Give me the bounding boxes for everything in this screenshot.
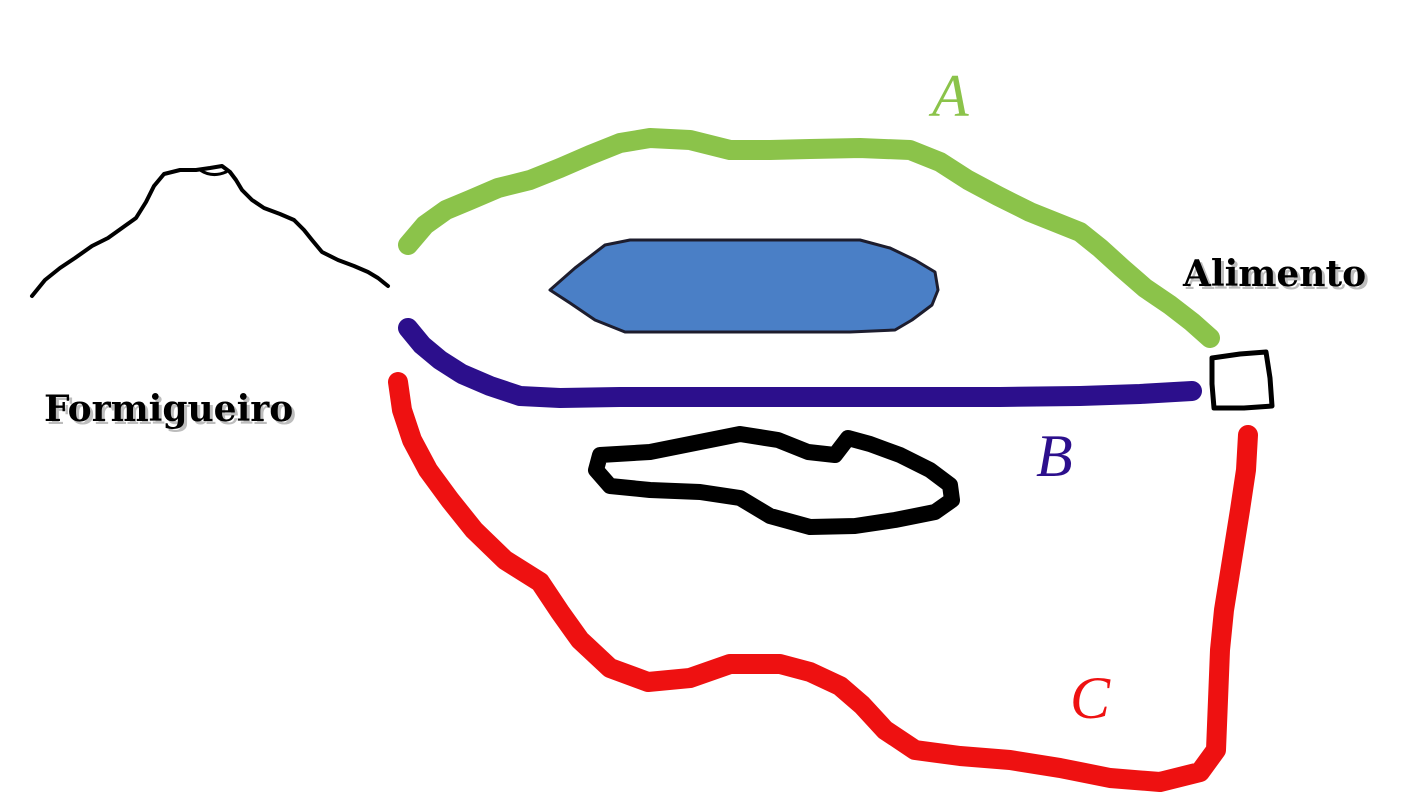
nest-label-group: Formigueiro Formigueiro (44, 388, 296, 433)
food-label: Alimento (1182, 253, 1366, 295)
path-c-label: C (1070, 665, 1111, 731)
path-b-label: B (1036, 423, 1073, 489)
nest-label: Formigueiro (44, 388, 293, 430)
path-c-line (388, 372, 1258, 792)
food-label-shadow: Alimento (1185, 256, 1369, 298)
food-box-icon (1209, 349, 1275, 411)
rock-outline-icon (588, 426, 960, 535)
anthill-icon (30, 164, 390, 298)
nest-label-shadow: Formigueiro (47, 391, 296, 433)
food-label-group: Alimento Alimento (1182, 253, 1369, 298)
path-b-line (398, 318, 1202, 408)
path-a-label: A (928, 63, 969, 129)
path-a-line (398, 128, 1220, 348)
lake-icon (548, 238, 940, 334)
